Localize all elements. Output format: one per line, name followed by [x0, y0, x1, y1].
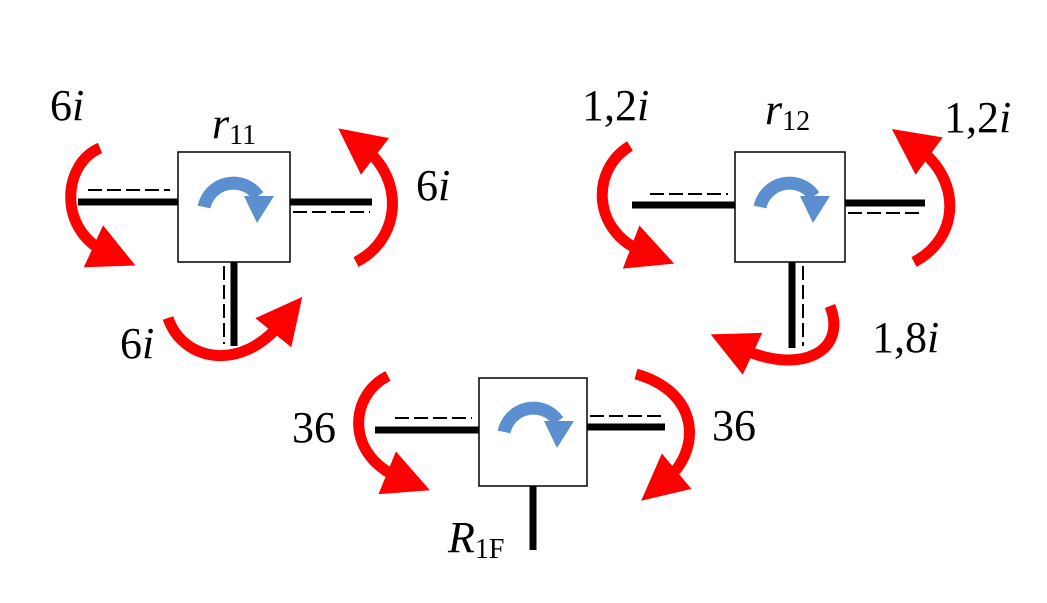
moment-arrow-icon [891, 128, 956, 267]
moment-arrow-icon [65, 142, 136, 268]
moment-label-left: 36 [292, 403, 336, 452]
rigid-node [734, 151, 846, 263]
moment-arrow-icon [634, 368, 695, 501]
rigid-node [177, 151, 291, 263]
reaction-title-r12: r12 [765, 85, 810, 137]
moment-label-left: 6i [50, 81, 84, 130]
moment-label-left: 1,2i [582, 81, 649, 130]
moment-label-right: 36 [712, 401, 756, 450]
joint-R1F: 36 36 R1F [292, 368, 756, 565]
moment-label-right: 1,2i [944, 93, 1011, 142]
rigid-node [478, 377, 588, 487]
reaction-title-r11: r11 [212, 99, 256, 151]
clockwise-rotation-icon [497, 401, 574, 448]
clockwise-rotation-icon [753, 176, 830, 223]
moment-arrow-icon [162, 296, 303, 361]
moment-label-bottom: 1,8i [872, 313, 939, 362]
joint-r12: 1,2i 1,2i 1,8i r12 [582, 81, 1011, 375]
clockwise-rotation-icon [197, 176, 274, 223]
moment-arrow-icon [710, 304, 840, 375]
joint-r11: 6i 6i 6i r11 [50, 81, 450, 368]
moment-arrow-icon [338, 128, 398, 267]
moment-arrow-icon [353, 371, 430, 495]
moment-label-right: 6i [416, 161, 450, 210]
reaction-title-R1F: R1F [447, 513, 504, 565]
moment-label-bottom: 6i [120, 319, 154, 368]
moment-arrow-icon [596, 141, 675, 269]
